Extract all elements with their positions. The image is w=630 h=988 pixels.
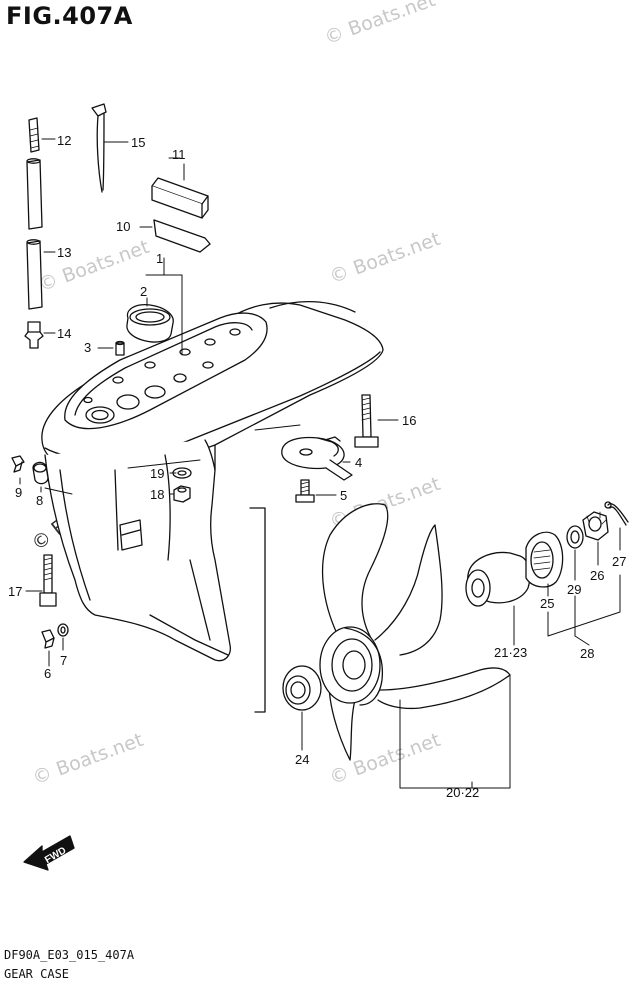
figure-title: FIG.407A [6, 2, 133, 30]
part-24-thrust-washer [282, 665, 322, 711]
part-11-block [151, 177, 209, 219]
part-26-castle-nut [582, 511, 609, 541]
part-9-screw [11, 455, 25, 473]
part-8-bush [32, 461, 49, 485]
part-27-cotter-pin [604, 501, 629, 526]
part-5-bolt [295, 479, 315, 503]
callout-26: 26 [590, 568, 604, 583]
part-14-grommet [24, 321, 44, 349]
part-20-22-propeller [319, 503, 511, 761]
callout-1: 1 [156, 251, 163, 266]
callout-24: 24 [295, 752, 309, 767]
callout-27: 27 [612, 554, 626, 569]
part-2-bearing [126, 304, 174, 343]
part-12-fitting [28, 117, 40, 153]
callout-29: 28 [580, 646, 594, 661]
fwd-direction-arrow: FWD [23, 835, 75, 871]
callout-28: 29 [567, 582, 581, 597]
callout-3: 3 [84, 340, 91, 355]
callout-5: 5 [340, 488, 347, 503]
leader-lines [19, 138, 621, 789]
callout-12: 12 [57, 133, 71, 148]
callout-labels: 12 15 11 10 13 1 2 14 3 16 4 19 18 5 9 8… [8, 133, 626, 800]
part-25-spline-washer [525, 531, 564, 588]
callout-9: 9 [15, 485, 22, 500]
callout-19: 19 [150, 466, 164, 481]
part-18-nut [173, 485, 191, 503]
callout-7: 7 [60, 653, 67, 668]
part-4-anode [281, 436, 353, 481]
callout-6: 6 [44, 666, 51, 681]
part-3-dowel-pin [115, 340, 125, 356]
part-28-washer [566, 525, 584, 549]
callout-10: 10 [116, 219, 130, 234]
callout-14: 14 [57, 326, 71, 341]
callout-18: 18 [150, 487, 164, 502]
callout-13: 13 [57, 245, 71, 260]
callout-20-22: 20·22 [446, 785, 479, 800]
part-15-cable-tie [91, 103, 107, 193]
callout-21-23: 21·23 [494, 645, 527, 660]
part-6-bolt [41, 629, 55, 649]
callout-8: 8 [36, 493, 43, 508]
callout-25: 25 [540, 596, 554, 611]
callout-15: 15 [131, 135, 145, 150]
part-17-stud-bolt [39, 554, 57, 607]
callout-16: 16 [402, 413, 416, 428]
callout-2: 2 [140, 284, 147, 299]
diagram-code: DF90A_E03_015_407A [4, 948, 135, 962]
callout-17: 17 [8, 584, 22, 599]
part-7-washer [57, 623, 69, 637]
fwd-label: FWD [43, 845, 68, 866]
part-16-bolt [354, 394, 379, 448]
part-13-hose [26, 158, 43, 310]
callout-4: 4 [355, 455, 362, 470]
part-21-23-spacer [465, 551, 531, 607]
part-10-plate [153, 219, 211, 253]
diagram-name: GEAR CASE [4, 967, 70, 981]
callout-11: 11 [172, 147, 186, 162]
